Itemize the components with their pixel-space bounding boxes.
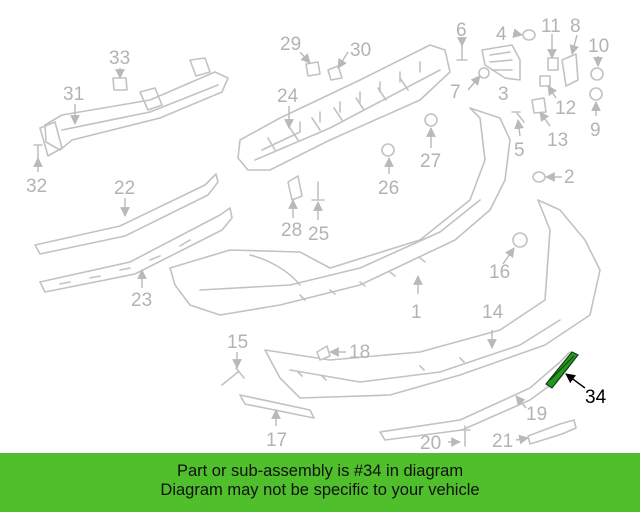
callout-26: 26	[378, 178, 399, 199]
callout-33: 33	[109, 48, 130, 69]
callout-1: 1	[411, 302, 422, 323]
callout-23: 23	[131, 290, 152, 311]
part-18-clip	[316, 345, 331, 361]
part-30-clip	[327, 65, 343, 81]
callout-34: 34	[585, 387, 607, 408]
part-10-grommet	[590, 67, 604, 81]
part-14-lower-valance	[264, 199, 601, 399]
parts-diagram: 1 2 3 4 5 6 7 8 9 10 11 12 13 14 15 16 1…	[26, 16, 609, 453]
callout-11: 11	[541, 16, 561, 37]
part-22-strip	[34, 173, 219, 255]
part-31-bracket-beam	[39, 57, 229, 157]
callout-24: 24	[277, 86, 299, 107]
callout-17: 17	[266, 430, 287, 451]
part-32-pin	[33, 144, 43, 159]
part-16-grommet	[512, 232, 528, 248]
callout-8: 8	[570, 16, 581, 37]
part-15-pin	[221, 367, 245, 386]
info-banner: Part or sub-assembly is #34 in diagram D…	[0, 453, 640, 512]
callout-28: 28	[281, 220, 302, 241]
callout-4: 4	[496, 24, 507, 45]
part-21-trim	[527, 419, 577, 445]
part-17-strip	[239, 394, 315, 419]
callout-15: 15	[227, 332, 248, 353]
part-13-clip	[531, 97, 547, 114]
part-11-clip	[547, 57, 559, 71]
callout-13: 13	[547, 130, 568, 151]
callout-leaders	[33, 28, 603, 447]
part-3-bracket	[481, 44, 521, 81]
part-9-grommet	[589, 87, 603, 101]
part-24-energy-absorber	[237, 44, 451, 171]
part-12-clip	[539, 75, 551, 87]
callout-5: 5	[514, 140, 525, 161]
callout-31: 31	[63, 84, 84, 105]
part-25-bolt	[311, 181, 325, 201]
callout-12: 12	[555, 98, 576, 119]
callout-19: 19	[526, 404, 547, 425]
part-20-pin	[459, 425, 471, 447]
part-34-highlighted	[545, 351, 579, 389]
callout-10: 10	[588, 36, 609, 57]
callout-2: 2	[564, 167, 575, 188]
callout-7: 7	[450, 82, 461, 103]
callout-32: 32	[26, 176, 47, 197]
callout-25: 25	[308, 224, 329, 245]
callout-27: 27	[420, 151, 441, 172]
part-29-clip	[305, 61, 321, 77]
banner-line-part: Part or sub-assembly is #34 in diagram	[176, 462, 464, 480]
banner-line-disclaimer: Diagram may not be specific to your vehi…	[160, 481, 480, 499]
callout-21: 21	[492, 431, 513, 452]
callout-18: 18	[349, 342, 370, 363]
part-27-grommet	[424, 113, 438, 127]
part-6-bolt	[456, 45, 468, 61]
callout-22: 22	[114, 178, 135, 199]
callout-3: 3	[498, 84, 509, 105]
part-28-clip	[287, 175, 303, 201]
callout-numbers: 1 2 3 4 5 6 7 8 9 10 11 12 13 14 15 16 1…	[26, 16, 609, 453]
part-23-strip	[39, 207, 233, 293]
part-4-screw	[522, 29, 536, 41]
callout-20: 20	[420, 433, 441, 453]
part-26-grommet	[381, 143, 395, 157]
callout-29: 29	[280, 34, 301, 55]
part-33-clip	[112, 77, 128, 91]
callout-9: 9	[590, 120, 601, 141]
part-8-bracket	[561, 53, 579, 87]
callout-14: 14	[482, 302, 504, 323]
callout-30: 30	[350, 40, 371, 61]
part-2-screw	[532, 171, 546, 183]
part-1-bumper-cover	[169, 107, 511, 316]
callout-16: 16	[489, 262, 510, 283]
part-7-nut	[478, 67, 490, 79]
callout-6: 6	[456, 20, 467, 41]
